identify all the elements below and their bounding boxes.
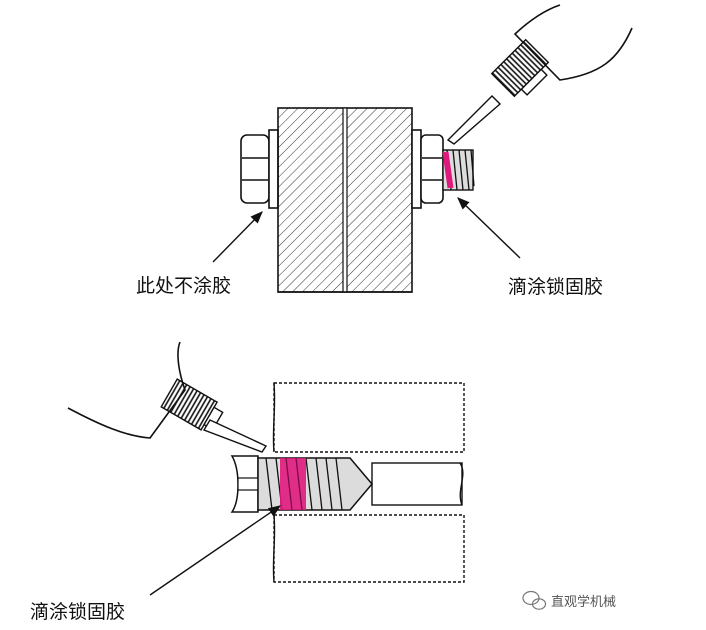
bottom-apply-glue-label: 滴涂锁固胶 xyxy=(30,601,125,623)
bottom-workpiece-edges xyxy=(272,382,464,583)
top-bolt-assembly xyxy=(240,107,475,293)
bottom-set-screw xyxy=(230,455,373,513)
top-apply-glue-arrow xyxy=(457,197,521,259)
bottom-glue-band xyxy=(280,458,306,510)
watermark-text: 直观学机械 xyxy=(551,594,616,610)
top-nut xyxy=(411,129,444,209)
wechat-icon xyxy=(522,590,547,610)
bottom-glue-bottle xyxy=(67,341,268,453)
top-no-glue-label: 此处不涂胶 xyxy=(136,275,231,297)
watermark: 直观学机械 xyxy=(522,590,616,610)
top-clamped-plates xyxy=(277,107,413,293)
bottom-apply-glue-arrow xyxy=(149,505,282,596)
top-glue-band xyxy=(442,151,454,189)
top-thread-end xyxy=(442,149,475,191)
top-apply-glue-label: 滴涂锁固胶 xyxy=(508,276,603,298)
top-no-glue-arrow xyxy=(212,211,263,263)
top-bolt-head xyxy=(240,129,279,209)
top-glue-bottle xyxy=(446,4,633,145)
